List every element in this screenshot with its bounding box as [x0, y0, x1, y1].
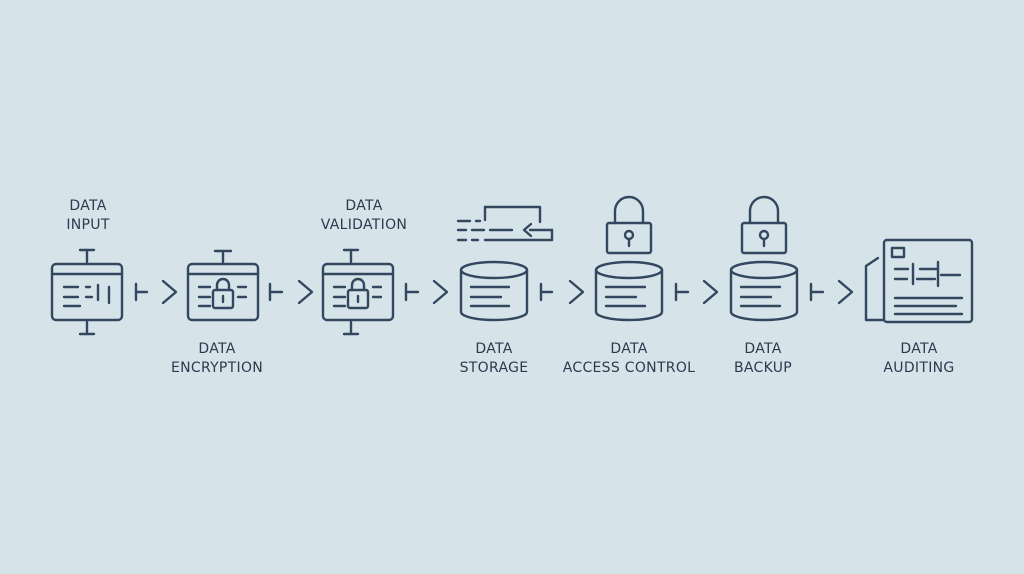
- label-line: AUDITING: [883, 360, 955, 376]
- database-icon: [456, 205, 554, 322]
- padlock-database-icon: [594, 195, 664, 322]
- label-line: STORAGE: [459, 360, 529, 376]
- label-line: DATA: [744, 341, 782, 357]
- label-line: ACCESS CONTROL: [562, 360, 696, 376]
- step-label-storage: DATA STORAGE: [409, 340, 579, 378]
- label-line: DATA: [345, 198, 383, 214]
- step-label-validation: DATA VALIDATION: [279, 197, 449, 235]
- monitor-icon: [50, 248, 124, 336]
- step-label-access-control: DATA ACCESS CONTROL: [544, 340, 714, 378]
- step-label-auditing: DATA AUDITING: [834, 340, 1004, 378]
- label-line: INPUT: [66, 217, 110, 233]
- label-line: VALIDATION: [320, 217, 408, 233]
- label-line: ENCRYPTION: [170, 360, 264, 376]
- connector-arrow-icon: [809, 279, 854, 305]
- connector-arrow-icon: [674, 279, 719, 305]
- label-line: DATA: [900, 341, 938, 357]
- connector-arrow-icon: [404, 279, 449, 305]
- label-line: DATA: [69, 198, 107, 214]
- locked-monitor-icon: [186, 249, 260, 322]
- step-label-encryption: DATA ENCRYPTION: [132, 340, 302, 378]
- label-line: DATA: [610, 341, 648, 357]
- document-icon: [864, 238, 974, 324]
- label-line: DATA: [475, 341, 513, 357]
- padlock-database-icon: [729, 195, 799, 322]
- locked-monitor-icon: [321, 248, 395, 336]
- connector-arrow-icon: [134, 279, 178, 305]
- step-label-backup: DATA BACKUP: [678, 340, 848, 378]
- connector-arrow-icon: [539, 279, 585, 305]
- label-line: DATA: [198, 341, 236, 357]
- connector-arrow-icon: [268, 279, 314, 305]
- step-label-input: DATA INPUT: [3, 197, 173, 235]
- label-line: BACKUP: [733, 360, 792, 376]
